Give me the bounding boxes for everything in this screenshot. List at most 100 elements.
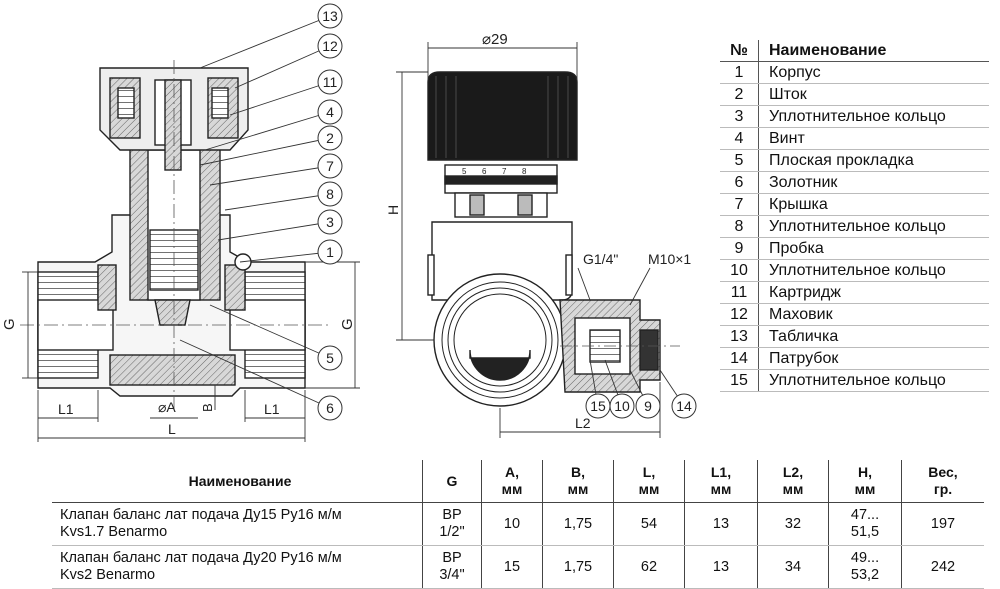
header-w-line2: гр. (933, 481, 953, 497)
part-name: Пробка (758, 237, 989, 260)
specs-header-g: G (422, 460, 482, 503)
parts-header-name: Наименование (758, 40, 989, 62)
part-name: Картридж (758, 281, 989, 304)
callout-balloon: 5 (209, 304, 343, 371)
header-l2-line2: мм (782, 481, 804, 497)
cell-l1: 13 (684, 545, 758, 589)
thread-m10: M10×1 (648, 251, 691, 267)
header-b-line1: B, (571, 464, 585, 480)
specs-header-l2: L2,мм (757, 460, 829, 503)
callout-number: 5 (326, 350, 334, 366)
part-number: 7 (720, 193, 759, 216)
header-l2-line1: L2, (782, 464, 804, 480)
specs-header-name: Наименование (52, 460, 423, 503)
header-w-line1: Вес, (928, 464, 958, 480)
scale-digit: 5 (462, 167, 467, 176)
specs-header-row: Наименование G A,мм B,мм L,мм L1,мм L2,м… (52, 460, 984, 503)
product-name-line1: Клапан баланс лат подача Ду20 Ру16 м/м (60, 550, 342, 566)
h-line2: 51,5 (850, 524, 880, 540)
callout-balloon: 3 (217, 209, 343, 241)
part-number: 8 (720, 215, 759, 238)
part-number: 4 (720, 127, 759, 150)
callout-number: 8 (326, 186, 334, 202)
cell-weight: 242 (901, 545, 984, 589)
part-name: Маховик (758, 303, 989, 326)
callout-balloon: 12 (234, 33, 343, 89)
callout-number: 14 (676, 398, 692, 414)
part-number: 11 (720, 281, 759, 304)
callout-number: 10 (614, 398, 630, 414)
part-name: Уплотнительное кольцо (758, 105, 989, 128)
cell-l1: 13 (684, 502, 758, 546)
h-line1: 49... (850, 550, 880, 566)
callout-number: 13 (322, 8, 338, 24)
callout-number: 7 (326, 158, 334, 174)
dim-b: B (200, 403, 215, 412)
dim-l1-right: L1 (264, 401, 280, 417)
part-number: 3 (720, 105, 759, 128)
part-name: Корпус (758, 61, 989, 84)
product-name-line2: Kvs2 Benarmo (60, 567, 156, 583)
callout-balloon: 10 (604, 359, 635, 419)
part-number: 12 (720, 303, 759, 326)
dim-g-right: G (339, 318, 356, 330)
h-line2: 53,2 (850, 567, 880, 583)
specs-header-a: A,мм (481, 460, 543, 503)
cell-a: 15 (481, 545, 543, 589)
callout-balloon: 2 (199, 125, 343, 166)
cell-l: 54 (613, 502, 685, 546)
callout-balloon: 9 (629, 369, 661, 419)
callout-number: 11 (323, 74, 338, 90)
callout-number: 12 (322, 38, 338, 54)
scale-digit: 8 (522, 167, 527, 176)
side-view (427, 71, 680, 407)
dim-g-left: G (1, 318, 18, 330)
header-l-line1: L, (642, 464, 656, 480)
h-line1: 47... (850, 507, 880, 523)
header-b-line2: мм (567, 481, 589, 497)
header-l1-line1: L1, (710, 464, 732, 480)
part-name: Золотник (758, 171, 989, 194)
callout-balloon: 15 (585, 359, 611, 419)
callout-balloon: 1 (239, 239, 343, 265)
callout-balloon: 8 (224, 181, 343, 211)
parts-header-row: № Наименование (720, 40, 989, 62)
scale-digit: 6 (482, 167, 487, 176)
part-name: Шток (758, 83, 989, 106)
cell-b: 1,75 (542, 545, 614, 589)
cell-weight: 197 (901, 502, 984, 546)
specs-header-l1: L1,мм (684, 460, 758, 503)
part-number: 9 (720, 237, 759, 260)
part-name: Уплотнительное кольцо (758, 259, 989, 282)
dim-l2: L2 (575, 415, 591, 431)
callout-number: 9 (644, 398, 652, 414)
g-line1: ВР (442, 507, 462, 523)
cell-a: 10 (481, 502, 543, 546)
callout-number: 3 (326, 214, 334, 230)
specs-header-h: H,мм (828, 460, 902, 503)
callout-balloon: 6 (179, 339, 343, 421)
part-number: 2 (720, 83, 759, 106)
part-number: 1 (720, 61, 759, 84)
header-l1-line2: мм (710, 481, 732, 497)
callout-balloon: 7 (209, 153, 343, 186)
